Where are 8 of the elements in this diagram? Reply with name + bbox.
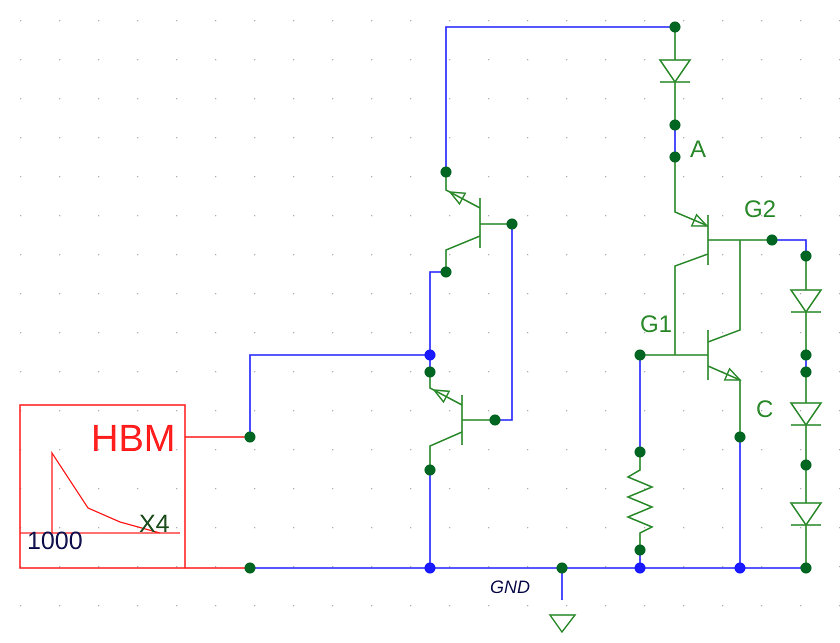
pin-label: G1 (640, 313, 672, 337)
pin-label: G2 (744, 198, 776, 222)
net-label: GND (490, 578, 530, 596)
source-value: 1000 (27, 529, 83, 554)
pin-label: C (756, 398, 774, 422)
pin-label: A (690, 138, 706, 162)
source-value: X4 (139, 512, 170, 537)
source-label: HBM (91, 420, 176, 458)
